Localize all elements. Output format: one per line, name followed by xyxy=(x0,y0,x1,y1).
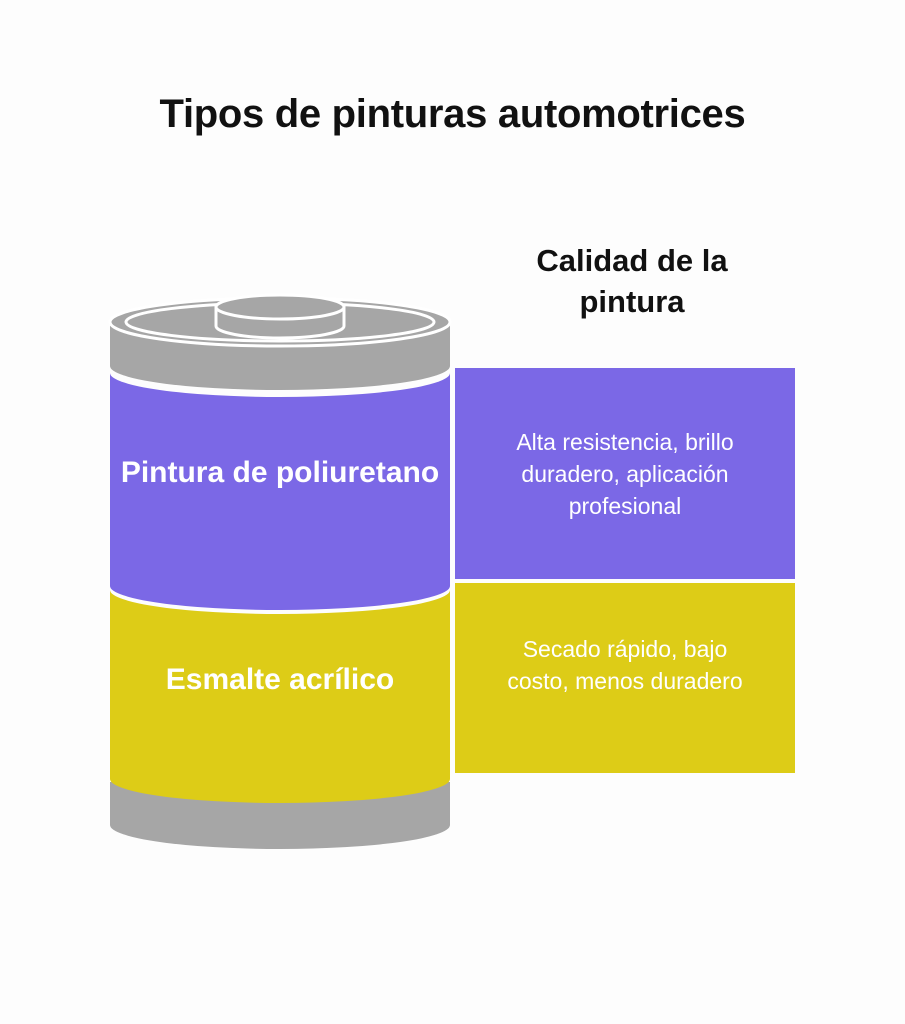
layer-acrylic-body xyxy=(110,590,450,803)
description-box-acrylic: Secado rápido, bajo costo, menos durader… xyxy=(455,583,795,773)
layer-label-polyurethane: Pintura de poliuretano xyxy=(120,456,440,489)
column-header: Calidad de la pintura xyxy=(536,243,728,319)
layer-label-acrylic: Esmalte acrílico xyxy=(165,663,395,696)
page-title: Tipos de pinturas automotrices xyxy=(159,92,746,136)
description-text-acrylic: Secado rápido, bajo costo, menos durader… xyxy=(507,636,743,694)
description-text-polyurethane: Alta resistencia, brillo duradero, aplic… xyxy=(516,428,734,519)
layer-polyurethane-body xyxy=(110,373,450,610)
description-box-polyurethane: Alta resistencia, brillo duradero, aplic… xyxy=(455,368,795,579)
can-knob-top xyxy=(214,293,346,321)
